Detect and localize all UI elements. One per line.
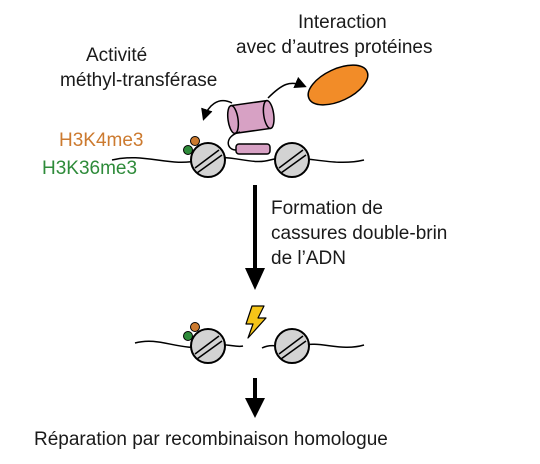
activity-label-line2: méthyl-transférase [60,70,218,91]
nucleosome-bottom-right [274,328,310,364]
interaction-label-line2: avec d’autres protéines [236,37,433,58]
step1-label-line3: de l’ADN [271,248,346,269]
h3k36-mark-top [183,145,193,155]
partner-protein [307,64,369,106]
h3k4-mark-bottom [190,322,200,332]
arrow-to-interaction [267,76,307,99]
step1-label-line2: cassures double-brin [271,223,448,244]
protein-binding-domain [235,143,271,155]
interaction-label-line1: Interaction [298,12,387,33]
arrow-step-down-2 [245,378,265,418]
methyltransferase-protein [226,99,275,135]
nucleosome-top-right [274,142,310,178]
nucleosome-bottom-left [190,328,226,364]
h3k4me3-label: H3K4me3 [59,130,144,151]
arrow-to-activity [201,99,233,121]
nucleosome-top-left [190,142,226,178]
protein-linker [227,131,241,151]
activity-label-line1: Activité [86,45,148,66]
arrow-step-down-1 [245,185,265,290]
outcome-label: Réparation par recombinaison homologue [34,429,388,450]
dna-strand-bottom-left [134,340,244,348]
h3k36me3-label: H3K36me3 [42,158,138,179]
h3k4-mark-top [190,136,200,146]
h3k36-mark-bottom [183,331,193,341]
step1-label-line1: Formation de [271,198,383,219]
dna-strand-top [111,156,365,164]
lightning-bolt-icon [245,305,267,339]
